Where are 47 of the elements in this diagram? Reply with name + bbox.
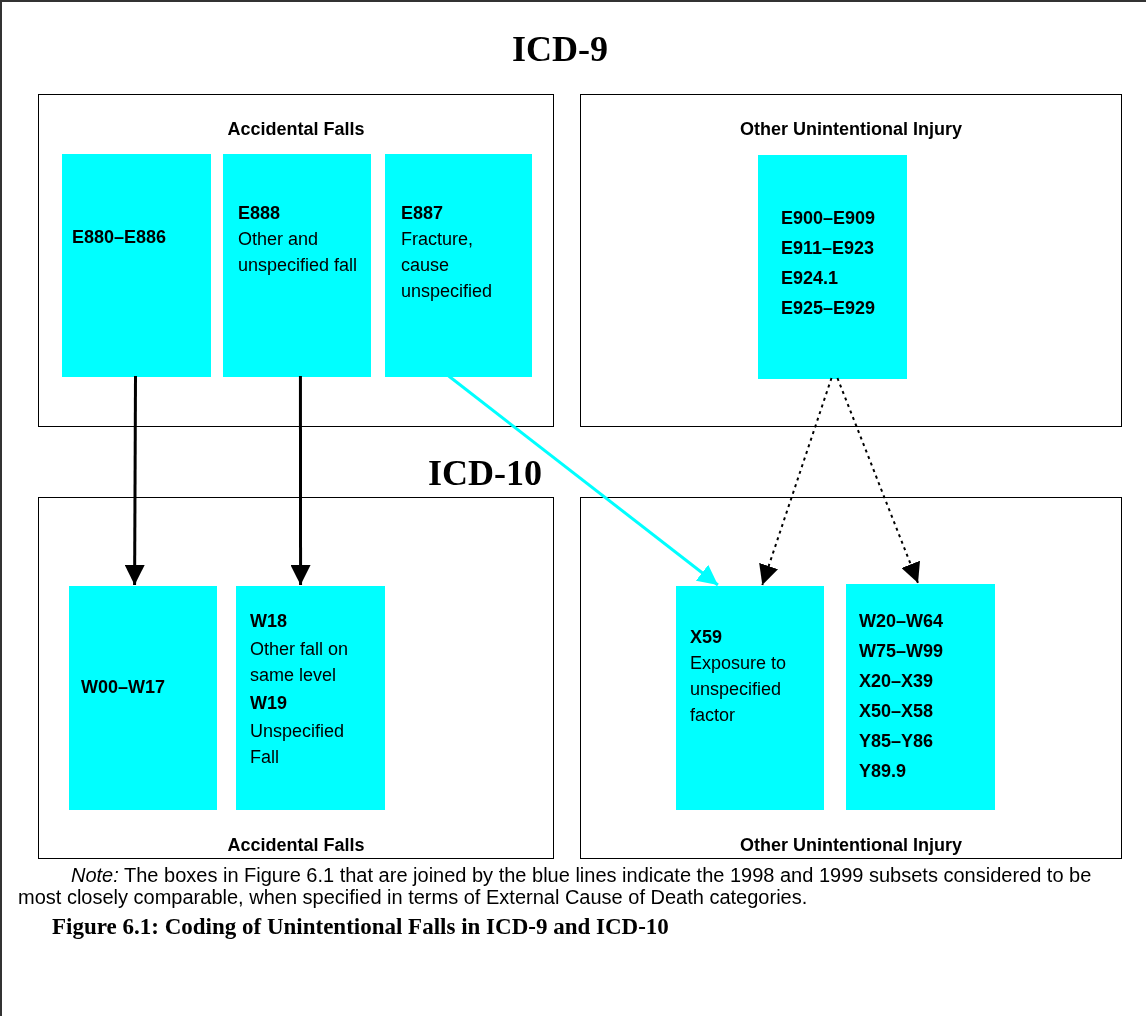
arrow — [447, 374, 719, 587]
group-box — [580, 497, 1122, 859]
section-heading: ICD-9 — [512, 28, 608, 70]
code-box — [676, 586, 824, 810]
arrow — [124, 376, 145, 585]
section-heading: ICD-10 — [428, 452, 542, 494]
description-text: Fracture, cause unspecified — [401, 228, 494, 303]
arrow — [759, 377, 833, 586]
code-text: X50–X58 — [859, 700, 935, 723]
code-text: E888 — [238, 202, 282, 225]
code-text: W19 — [250, 692, 288, 715]
code-text: E880–E886 — [72, 226, 168, 249]
group-heading: Accidental Falls — [227, 119, 365, 139]
note-text: Note: The boxes in Figure 6.1 that are joined by the blue lines indicate the 1998 and 1999 subsets considered to be most closely comparable, when specified in terms of External Cause of Death categories. — [18, 864, 1093, 908]
code-text: E911–E923 — [781, 237, 876, 260]
code-box — [846, 584, 995, 810]
code-text: W75–W99 — [859, 640, 945, 663]
code-text: E900–E909 — [781, 207, 877, 230]
code-text: E887 — [401, 202, 445, 225]
group-heading: Other Unintentional Injury — [740, 119, 962, 139]
code-text: W20–W64 — [859, 610, 945, 633]
arrow — [836, 377, 920, 584]
code-box — [223, 154, 371, 377]
code-box — [236, 586, 385, 810]
code-text: E925–E929 — [781, 297, 877, 320]
group-box — [38, 94, 554, 427]
code-box — [69, 586, 217, 810]
code-text: E924.1 — [781, 267, 840, 290]
group-box — [38, 497, 554, 859]
code-text: W00–W17 — [81, 676, 167, 699]
group-heading: Accidental Falls — [227, 835, 365, 855]
code-text: Y85–Y86 — [859, 730, 935, 753]
description-text: Exposure to unspecified factor — [690, 652, 788, 727]
code-text: W18 — [250, 610, 288, 633]
code-text: Y89.9 — [859, 760, 908, 783]
code-box — [62, 154, 211, 377]
code-text: X20–X39 — [859, 670, 935, 693]
code-box — [385, 154, 532, 377]
arrow — [290, 376, 311, 585]
code-box — [758, 155, 907, 379]
figure-caption: Figure 6.1: Coding of Unintentional Falls in ICD-9 and ICD-10 — [52, 914, 669, 940]
group-box — [580, 94, 1122, 427]
description-text: Other fall on same level — [250, 638, 350, 687]
description-text: Other and unspecified fall — [238, 228, 359, 277]
group-heading: Other Unintentional Injury — [740, 835, 962, 855]
description-text: Unspecified Fall — [250, 720, 346, 769]
code-text: X59 — [690, 626, 724, 649]
